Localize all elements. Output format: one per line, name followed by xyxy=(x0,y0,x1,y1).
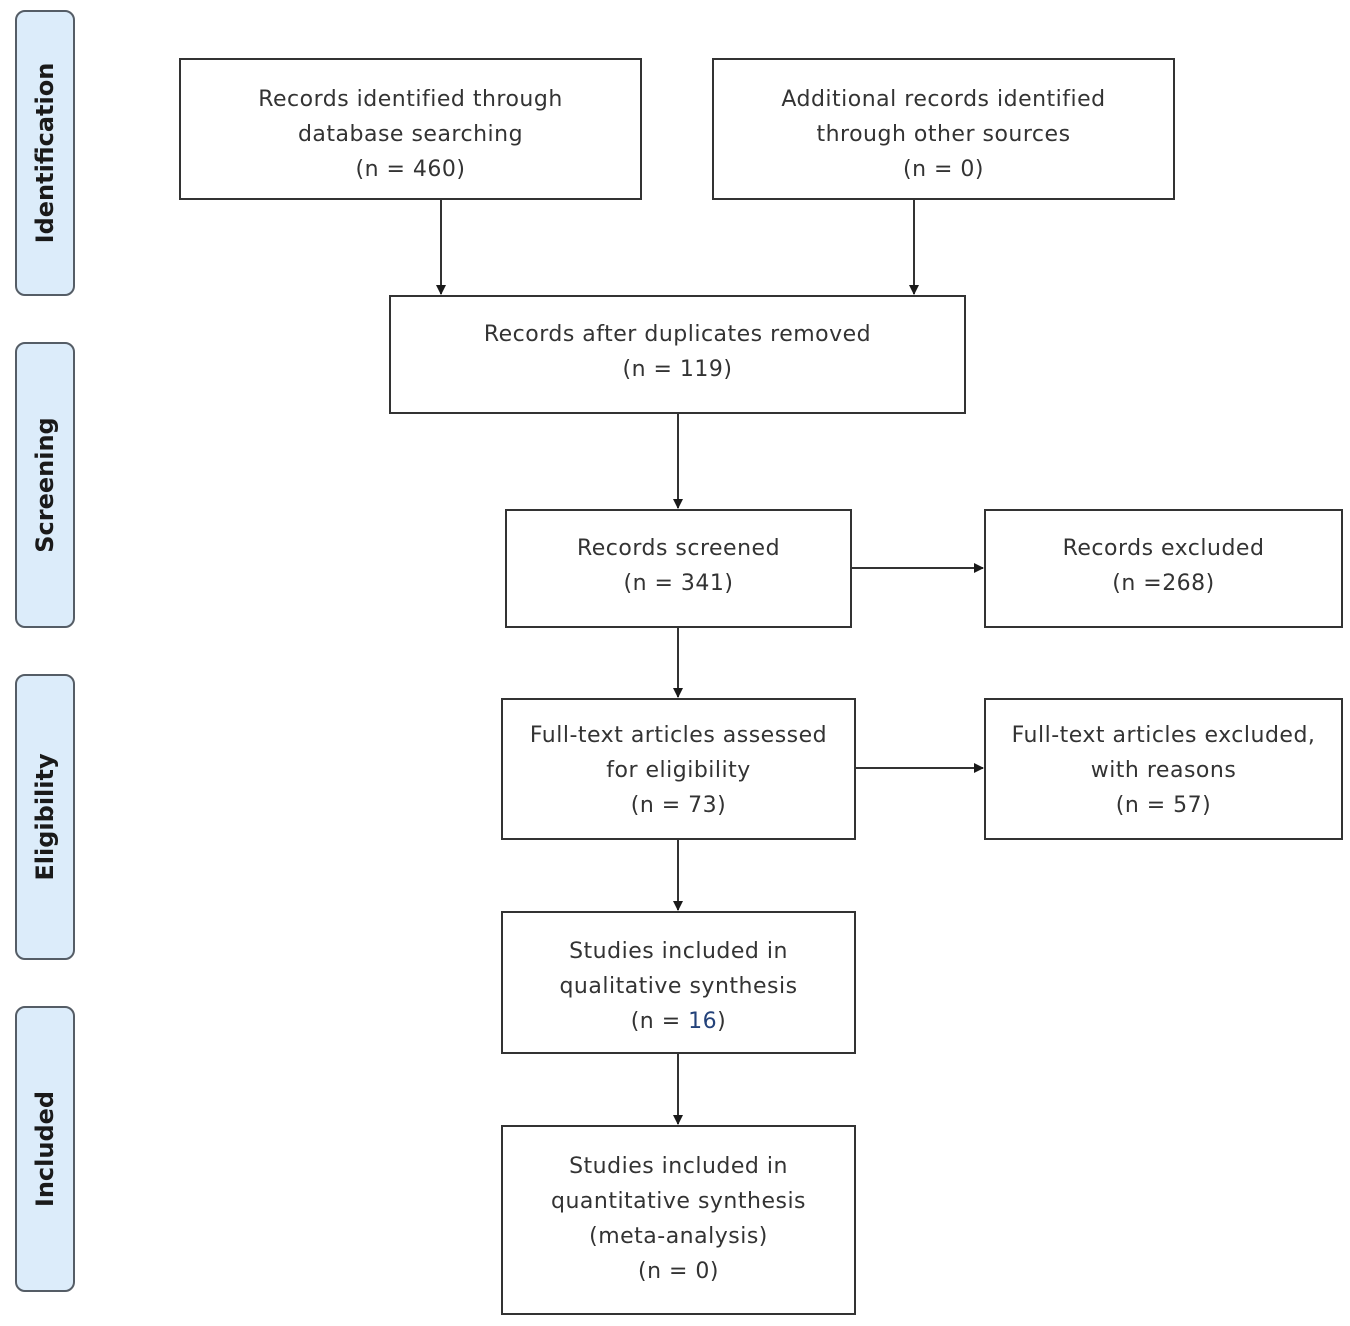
records-database-count: (n = 460) xyxy=(355,157,466,182)
qualitative-count: (n = 16) xyxy=(631,1004,727,1039)
fulltext-assessed-box: Full-text articles assessed for eligibil… xyxy=(501,698,856,840)
fulltext-excluded-box: Full-text articles excluded, with reason… xyxy=(984,698,1343,840)
records-database-line1: Records identified through xyxy=(258,87,563,112)
records-other-sources-box: Additional records identified through ot… xyxy=(712,58,1175,200)
fulltext-excluded-line1: Full-text articles excluded, xyxy=(1011,723,1316,748)
records-excluded-count: (n =268) xyxy=(1112,571,1215,596)
phase-identification: Identification xyxy=(15,10,75,296)
duplicates-removed-line1: Records after duplicates removed xyxy=(483,322,872,347)
quantitative-line3: (meta-analysis) xyxy=(589,1224,768,1249)
records-other-line1: Additional records identified xyxy=(781,87,1106,112)
quantitative-count: (n = 0) xyxy=(637,1259,720,1284)
qualitative-count-value: 16 xyxy=(688,1009,718,1034)
qualitative-line2: qualitative synthesis xyxy=(559,974,798,999)
records-other-count: (n = 0) xyxy=(902,157,985,182)
qualitative-line1: Studies included in xyxy=(569,939,788,964)
records-screened-count: (n = 341) xyxy=(623,571,734,596)
phase-included: Included xyxy=(15,1006,75,1292)
quantitative-synthesis-box: Studies included in quantitative synthes… xyxy=(501,1125,856,1315)
qualitative-count-suffix: ) xyxy=(717,1009,727,1034)
quantitative-line1: Studies included in xyxy=(569,1154,788,1179)
phase-screening: Screening xyxy=(15,342,75,628)
records-database-box: Records identified through database sear… xyxy=(179,58,642,200)
records-other-line2: through other sources xyxy=(816,122,1071,147)
duplicates-removed-box: Records after duplicates removed (n = 11… xyxy=(389,295,966,414)
fulltext-assessed-count: (n = 73) xyxy=(630,793,727,818)
records-excluded-line1: Records excluded xyxy=(1062,536,1265,561)
fulltext-excluded-count: (n = 57) xyxy=(1115,793,1212,818)
records-database-line2: database searching xyxy=(297,122,524,147)
quantitative-line2: quantitative synthesis xyxy=(550,1189,807,1214)
records-excluded-box: Records excluded (n =268) xyxy=(984,509,1343,628)
qualitative-count-prefix: (n = xyxy=(630,1009,689,1034)
qualitative-synthesis-box: Studies included in qualitative synthesi… xyxy=(501,911,856,1054)
records-screened-line1: Records screened xyxy=(576,536,781,561)
fulltext-assessed-line2: for eligibility xyxy=(606,758,751,783)
fulltext-assessed-line1: Full-text articles assessed xyxy=(529,723,828,748)
records-screened-box: Records screened (n = 341) xyxy=(505,509,852,628)
duplicates-removed-count: (n = 119) xyxy=(622,357,733,382)
fulltext-excluded-line2: with reasons xyxy=(1090,758,1237,783)
phase-eligibility: Eligibility xyxy=(15,674,75,960)
